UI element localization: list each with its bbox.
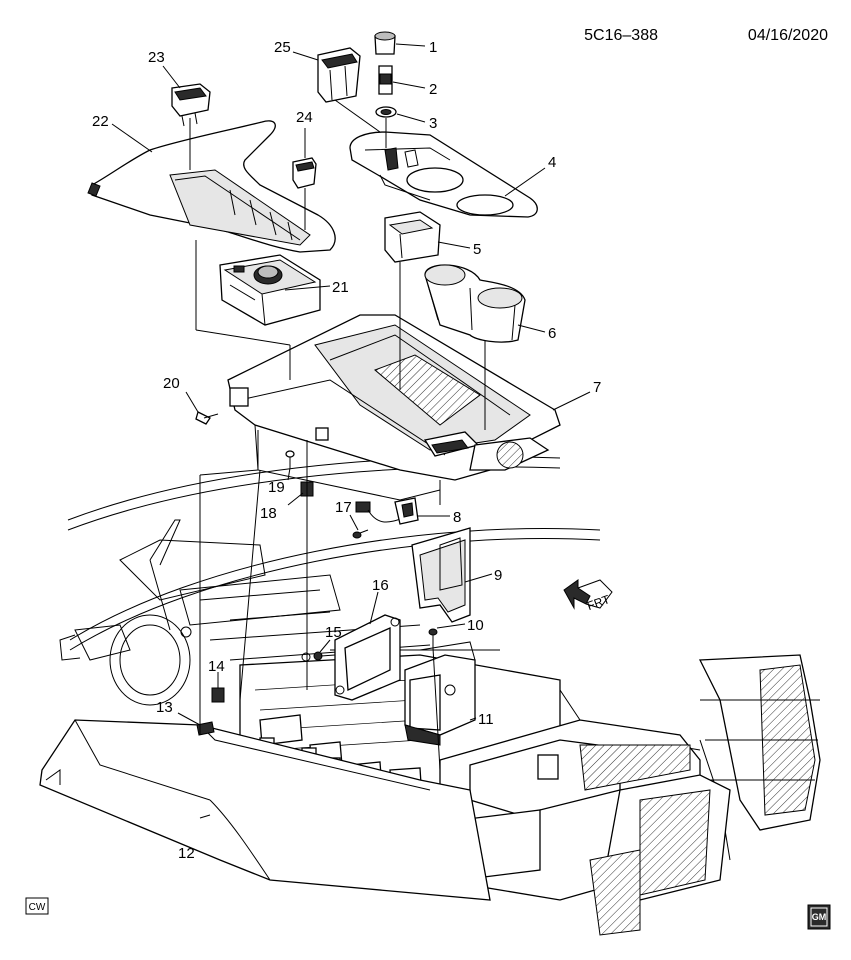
part-5-storage-tray — [384, 211, 441, 263]
part-24-switch — [292, 157, 317, 189]
callout-15: 15 — [325, 624, 342, 641]
part-25-switch — [317, 47, 361, 103]
cw-badge-text: CW — [29, 902, 46, 913]
diagram-code: 5C16–388 — [584, 27, 658, 44]
part-11-bracket — [404, 641, 476, 746]
part-21-shifter-control — [219, 254, 321, 326]
callout-10: 10 — [467, 617, 484, 634]
callout-13: 13 — [156, 699, 173, 716]
part-14-clip — [211, 687, 225, 703]
callout-14: 14 — [208, 658, 225, 675]
part-10-screw — [428, 628, 438, 648]
part-3-retainer — [375, 106, 397, 118]
callout-21: 21 — [332, 279, 349, 296]
callout-2: 2 — [429, 81, 437, 98]
front-direction-arrow: FRT — [563, 579, 613, 613]
callout-17: 17 — [335, 499, 352, 516]
callout-8: 8 — [453, 509, 461, 526]
callout-20: 20 — [163, 375, 180, 392]
part-15-screw — [313, 651, 336, 661]
gm-logo: GM — [807, 904, 831, 930]
diagram-date: 04/16/2020 — [748, 27, 828, 44]
callout-23: 23 — [148, 49, 165, 66]
callout-6: 6 — [548, 325, 556, 342]
part-20-screw — [195, 411, 219, 425]
callout-19: 19 — [268, 479, 285, 496]
part-23-switch — [171, 83, 211, 127]
part-12-console-side-trim — [39, 719, 491, 901]
callout-7: 7 — [593, 379, 601, 396]
part-17-screw — [352, 529, 369, 539]
part-22-shifter-trim — [87, 120, 336, 253]
callout-labels: 1 2 3 4 5 6 7 8 9 10 11 12 13 14 15 16 1… — [92, 39, 601, 862]
callout-4: 4 — [548, 154, 556, 171]
callout-24: 24 — [296, 109, 313, 126]
callout-9: 9 — [494, 567, 502, 584]
callout-18: 18 — [260, 505, 277, 522]
cw-badge: CW — [25, 897, 49, 915]
assembly-guide-lines — [189, 99, 486, 771]
part-2-socket — [378, 65, 393, 95]
part-1-cap — [374, 31, 396, 55]
callout-25: 25 — [274, 39, 291, 56]
callout-11: 11 — [478, 711, 494, 728]
callout-5: 5 — [473, 241, 481, 258]
callout-3: 3 — [429, 115, 437, 132]
part-7-console-bezel — [227, 314, 561, 501]
callout-16: 16 — [372, 577, 389, 594]
callout-1: 1 — [429, 39, 437, 56]
part-19-screw — [285, 450, 295, 468]
part-4-upper-trim-plate — [349, 131, 538, 218]
part-13-clip — [196, 721, 215, 736]
part-16-control-module — [334, 614, 401, 701]
callout-22: 22 — [92, 113, 109, 130]
leader-lines — [111, 43, 591, 819]
part-9-storage-liner — [411, 527, 471, 623]
gm-logo-text: GM — [812, 912, 827, 922]
callout-12: 12 — [178, 845, 195, 862]
part-6-cup-holder-insert — [424, 264, 526, 343]
part-8-wiring-harness — [355, 497, 419, 525]
